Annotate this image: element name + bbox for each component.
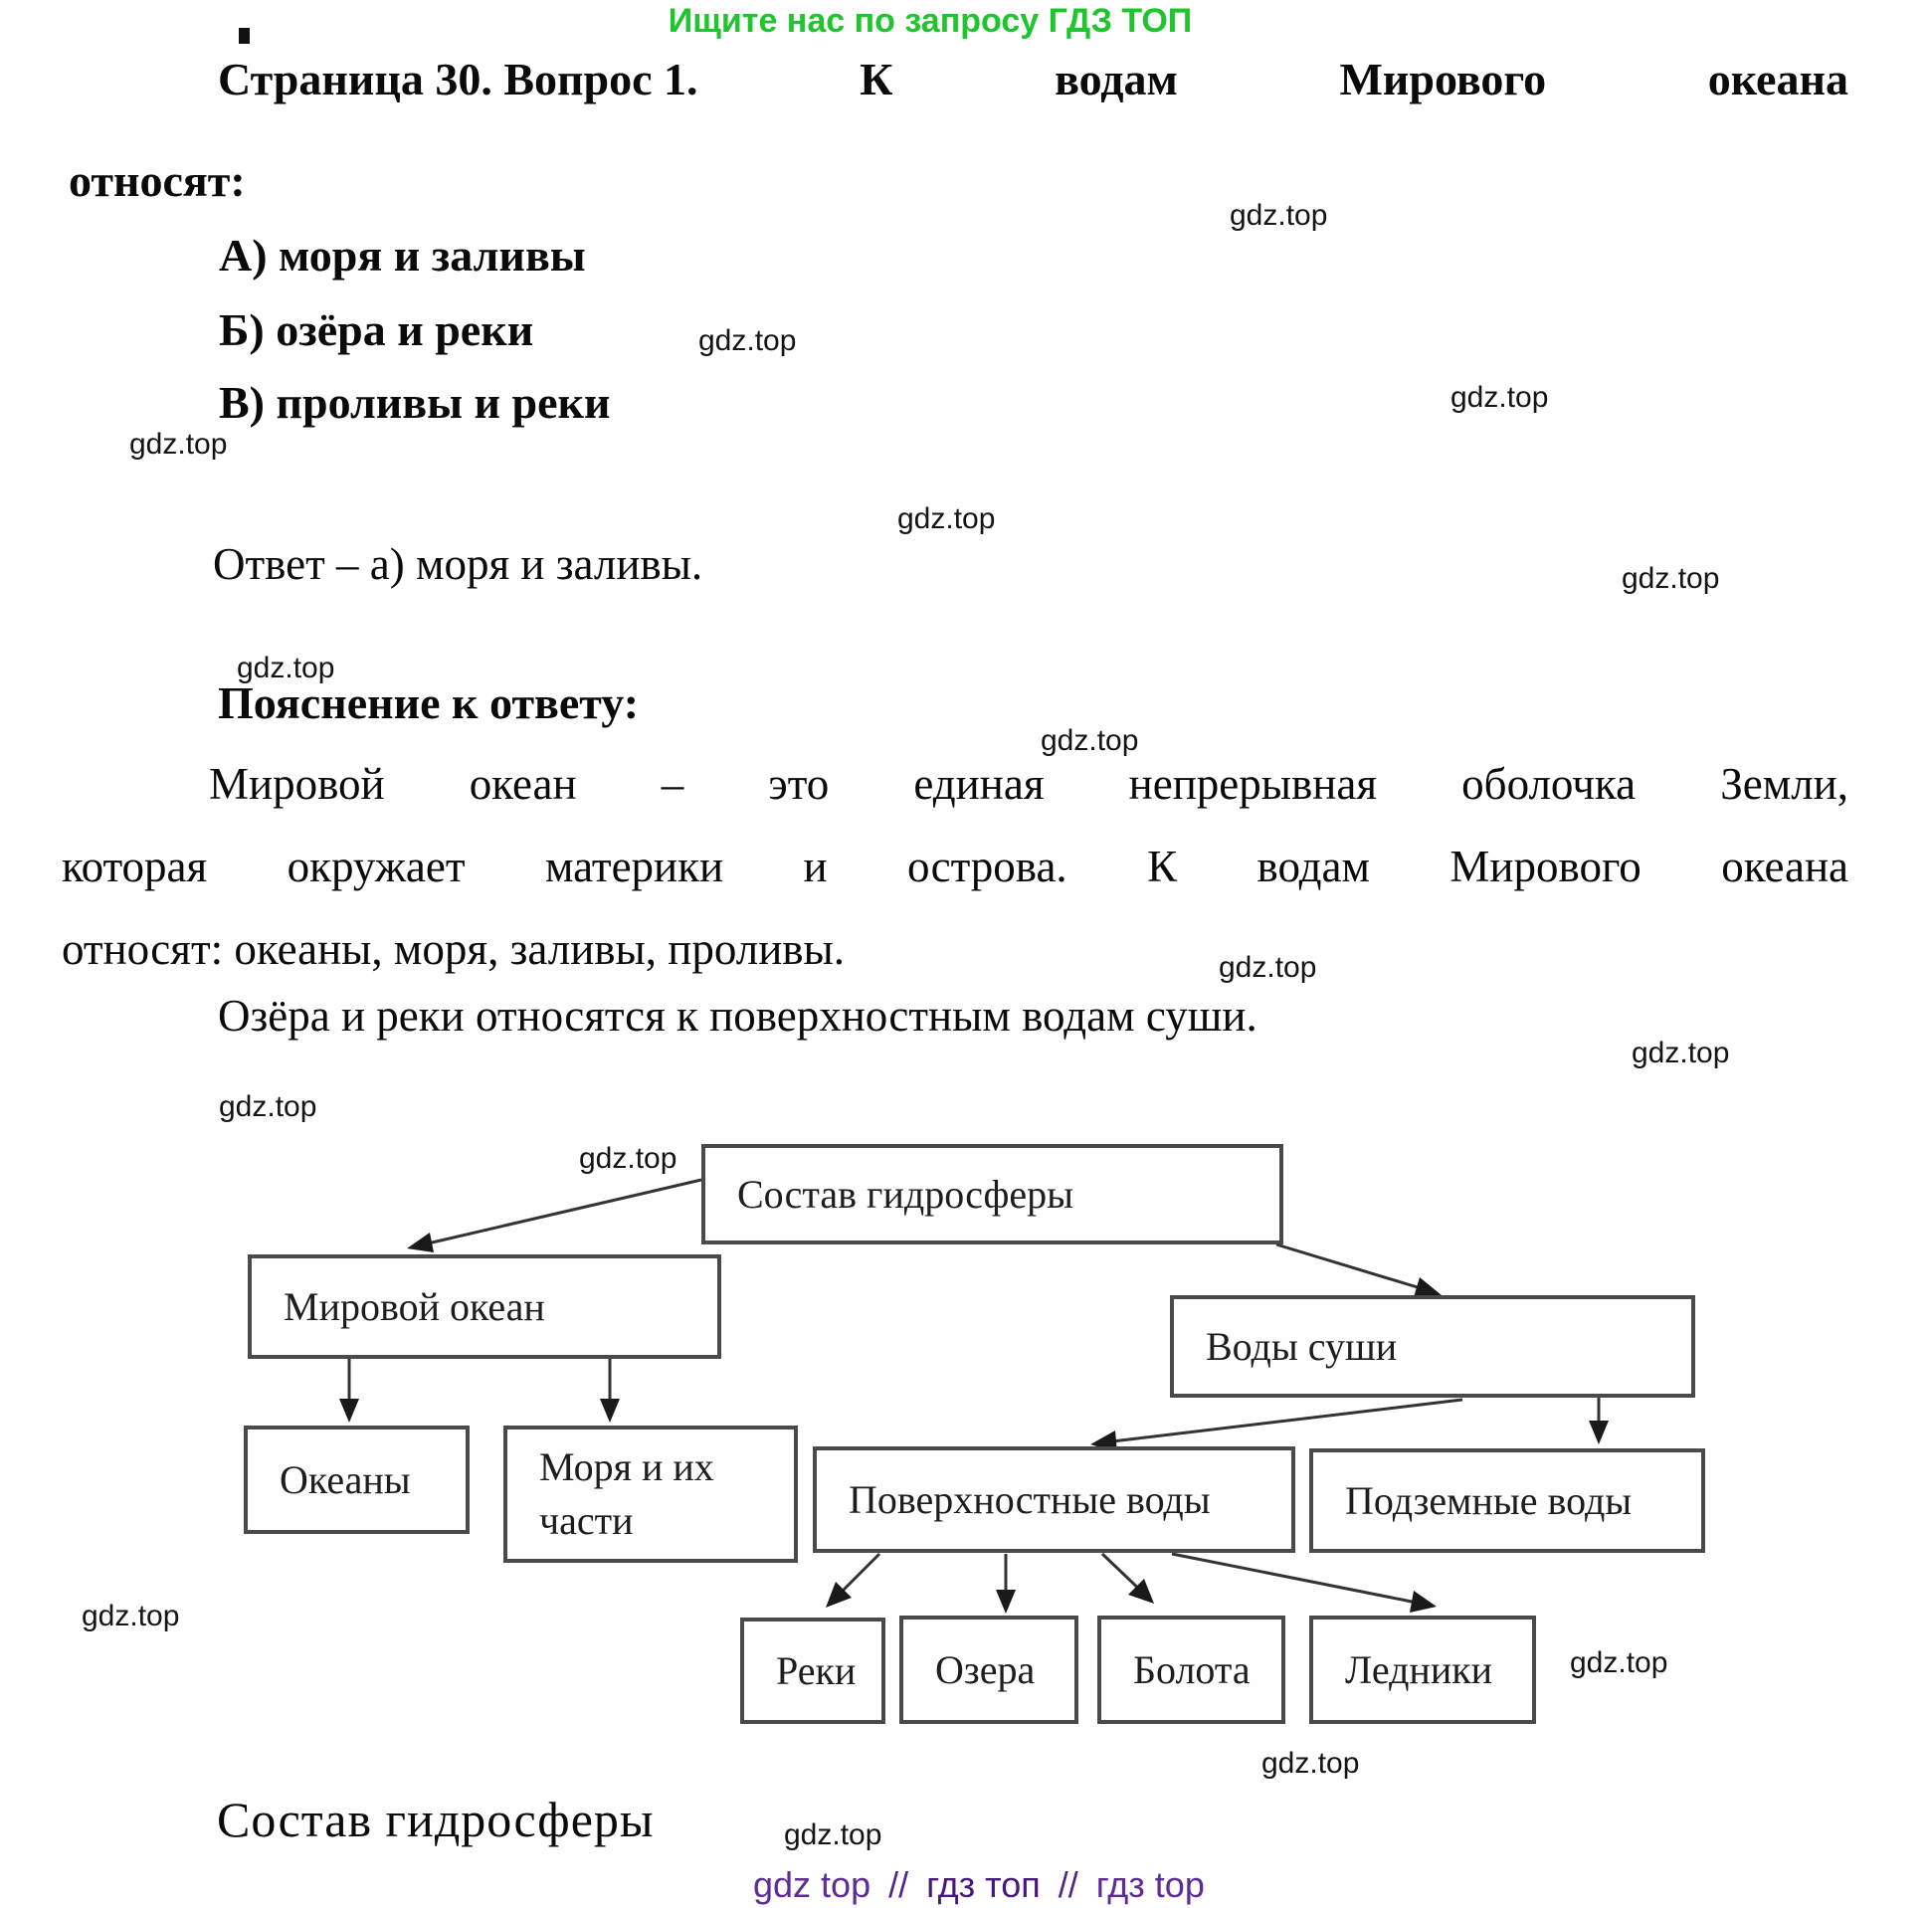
word: это bbox=[768, 759, 830, 809]
watermark: gdz.top bbox=[784, 1818, 882, 1851]
diagram-node-lakes: Озера bbox=[899, 1616, 1078, 1724]
diagram-node-root: Состав гидросферы bbox=[701, 1144, 1283, 1244]
option-b: Б) озёра и реки bbox=[219, 304, 534, 355]
watermark: gdz.top bbox=[82, 1600, 180, 1632]
word: – bbox=[661, 759, 684, 809]
question-title: Страница 30. Вопрос 1. К водам Мирового … bbox=[218, 54, 1848, 106]
watermark: gdz.top bbox=[897, 502, 996, 535]
diagram-node-label: Болота bbox=[1133, 1646, 1251, 1692]
diagram-node-surface-waters: Поверхностные воды bbox=[813, 1446, 1295, 1553]
watermark: gdz.top bbox=[1261, 1747, 1360, 1780]
word: Мировой bbox=[209, 759, 385, 809]
diagram-node-label: Поверхностные воды bbox=[849, 1476, 1211, 1522]
word: единая bbox=[913, 759, 1045, 809]
diagram-node-glaciers: Ледники bbox=[1309, 1616, 1536, 1724]
word: водам bbox=[1256, 842, 1371, 891]
word: непрерывная bbox=[1128, 759, 1378, 809]
footer-separator: // bbox=[1058, 1864, 1078, 1905]
scan-artifact-mark bbox=[239, 28, 250, 44]
watermark: gdz.top bbox=[1570, 1646, 1668, 1679]
footer-separator: // bbox=[888, 1864, 909, 1905]
watermark: gdz.top bbox=[219, 1090, 317, 1123]
diagram-node-swamps: Болота bbox=[1097, 1616, 1285, 1724]
diagram-node-label: Океаны bbox=[280, 1456, 411, 1502]
diagram-node-land-waters: Воды суши bbox=[1170, 1295, 1695, 1398]
watermark: gdz.top bbox=[1622, 562, 1720, 595]
title-part: К bbox=[860, 54, 893, 104]
diagram-node-rivers: Реки bbox=[740, 1618, 885, 1724]
watermark: gdz.top bbox=[237, 652, 335, 684]
diagram-node-seas: Моря и их части bbox=[503, 1426, 798, 1563]
diagram-node-label: Озера bbox=[935, 1646, 1036, 1692]
word: материки bbox=[544, 842, 724, 891]
watermark: gdz.top bbox=[129, 428, 228, 461]
diagram-node-label: Мировой океан bbox=[284, 1283, 545, 1329]
word: окружает bbox=[287, 842, 466, 891]
diagram-node-underground-waters: Подземные воды bbox=[1309, 1448, 1705, 1553]
diagram-node-label: Реки bbox=[776, 1647, 857, 1693]
footer-part: гдз топ bbox=[926, 1864, 1041, 1905]
word: Земли, bbox=[1720, 759, 1848, 809]
diagram-caption: Состав гидросферы bbox=[217, 1792, 655, 1847]
question-title-line2: относят: bbox=[69, 155, 246, 206]
diagram-node-label: Моря и их части bbox=[539, 1444, 714, 1543]
explanation-line-1: Мировой океан – это единая непрерывная оболочк… bbox=[209, 759, 1848, 811]
word: океан bbox=[469, 759, 577, 809]
footer-branding: gdz top // гдз топ // гдз top bbox=[753, 1864, 1205, 1906]
title-part: водам bbox=[1055, 54, 1178, 104]
explanation-line-4: Озёра и реки относятся к поверхностным в… bbox=[218, 991, 1257, 1041]
diagram-node-label: Состав гидросферы bbox=[737, 1171, 1073, 1217]
title-part: Мирового bbox=[1339, 54, 1547, 104]
footer-part: гдз top bbox=[1095, 1864, 1205, 1905]
diagram-node-oceans: Океаны bbox=[244, 1426, 470, 1534]
word: Мирового bbox=[1449, 842, 1642, 891]
explanation-line-3: относят: океаны, моря, заливы, проливы. bbox=[62, 924, 846, 974]
watermark: gdz.top bbox=[579, 1142, 677, 1175]
watermark: gdz.top bbox=[1219, 951, 1317, 984]
option-v: В) проливы и реки bbox=[219, 377, 611, 428]
watermark: gdz.top bbox=[1041, 724, 1139, 757]
watermark: gdz.top bbox=[1632, 1037, 1730, 1069]
option-a: А) моря и заливы bbox=[219, 230, 586, 281]
word: которая bbox=[62, 842, 208, 891]
diagram-node-label: Воды суши bbox=[1206, 1323, 1398, 1369]
word: острова. bbox=[907, 842, 1067, 891]
diagram-node-world-ocean: Мировой океан bbox=[248, 1254, 721, 1359]
word: оболочка bbox=[1461, 759, 1637, 809]
diagram-node-label: Подземные воды bbox=[1345, 1477, 1633, 1523]
watermark: gdz.top bbox=[1230, 199, 1328, 232]
promo-banner: Ищите нас по запросу ГДЗ ТОП bbox=[668, 2, 1193, 40]
explanation-heading: Пояснение к ответу: bbox=[218, 677, 640, 728]
watermark: gdz.top bbox=[1450, 381, 1549, 414]
diagram-node-label: Ледники bbox=[1345, 1646, 1493, 1692]
title-part: Страница 30. Вопрос 1. bbox=[218, 54, 698, 104]
footer-part: gdz top bbox=[753, 1864, 871, 1905]
answer-line: Ответ – а) моря и заливы. bbox=[213, 539, 703, 589]
watermark: gdz.top bbox=[698, 324, 797, 357]
word: океана bbox=[1721, 842, 1848, 891]
word: и bbox=[803, 842, 828, 891]
word: К bbox=[1147, 842, 1178, 891]
title-part: океана bbox=[1707, 54, 1848, 104]
